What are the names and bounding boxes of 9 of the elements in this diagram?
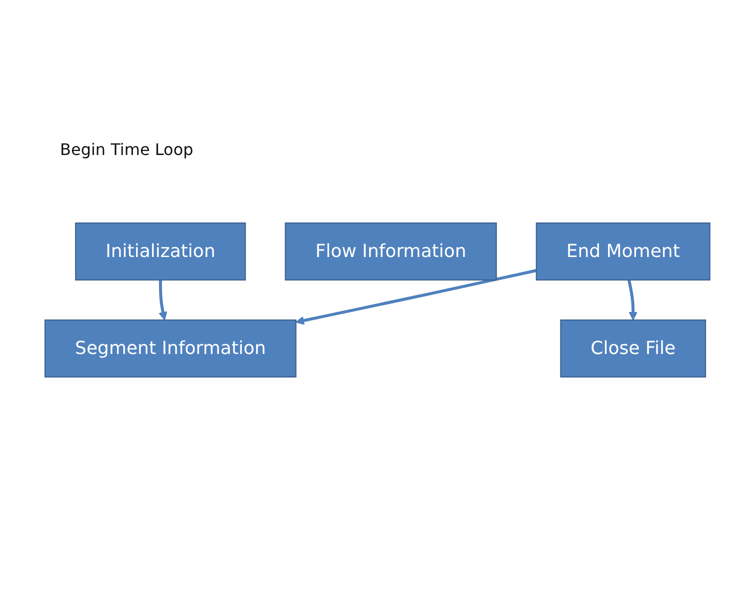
node-box: Close File — [560, 320, 706, 378]
node-box: Initialization — [74, 222, 246, 280]
arrow — [627, 280, 638, 320]
section-label: Begin Time Loop — [60, 140, 194, 159]
node-box: End Moment — [535, 222, 710, 280]
node-box: Flow Information — [284, 222, 496, 280]
arrow — [158, 280, 167, 320]
arrow — [295, 269, 536, 325]
node-box: Segment Information — [44, 320, 296, 378]
